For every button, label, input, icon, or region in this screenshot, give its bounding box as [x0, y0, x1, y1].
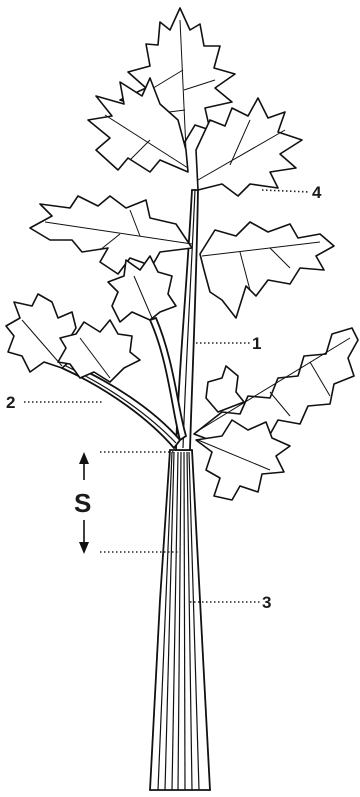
leader-line-4 — [262, 190, 310, 192]
label-petiole-upper: 1 — [252, 334, 261, 353]
label-petiole-lower: 2 — [6, 393, 15, 412]
label-petiole-base: 3 — [262, 593, 271, 612]
label-leaflet: 4 — [312, 183, 322, 202]
segment-arrow-up — [79, 452, 89, 480]
small-side-leaflet — [206, 366, 244, 412]
petiole-stalk — [150, 450, 210, 790]
upper-right-leaflet — [196, 98, 302, 196]
mid-left-leaflet — [30, 196, 192, 274]
segment-arrow-down — [79, 520, 89, 554]
mid-right-leaflet — [200, 222, 334, 318]
label-segment: S — [74, 488, 91, 518]
